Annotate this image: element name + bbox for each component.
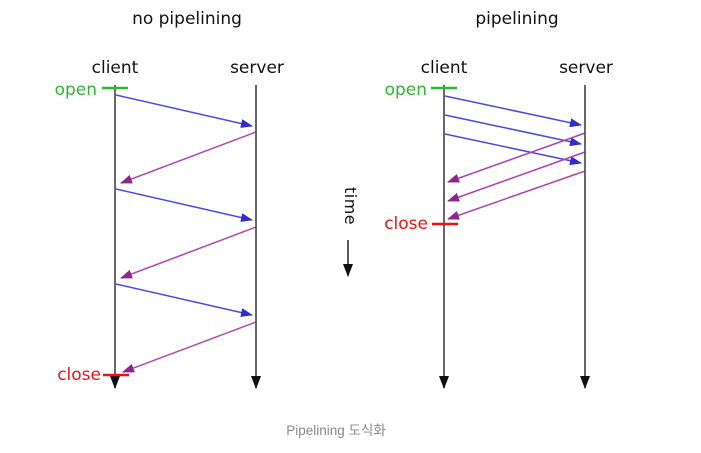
diagram-title-pipelining: pipelining [475,9,559,29]
request-arrow-no-pipelining [115,94,253,128]
response-arrow-no-pipelining [120,226,257,279]
request-arrow-pipelining [444,114,582,147]
client-label-right: client [420,58,468,78]
request-arrow-no-pipelining [115,188,253,222]
time-axis-label: time [341,187,360,226]
request-arrow-pipelining [444,95,582,128]
response-arrow-pipelining [447,132,586,183]
request-arrow-pipelining [444,133,582,166]
close-label-left: close [57,365,101,385]
open-label-right: open [384,80,427,100]
server-label-left: server [230,58,284,78]
server-label-right: server [559,58,613,78]
figure-caption: Pipelining 도식화 [286,423,386,438]
response-arrow-no-pipelining [122,321,257,373]
open-label-left: open [54,80,97,100]
close-label-right: close [384,214,428,234]
response-arrow-pipelining [447,170,586,220]
response-arrow-pipelining [447,151,586,202]
client-label-left: client [91,58,139,78]
response-arrow-no-pipelining [120,131,257,184]
request-arrow-no-pipelining [115,283,253,317]
diagram-title-no-pipelining: no pipelining [132,9,242,29]
